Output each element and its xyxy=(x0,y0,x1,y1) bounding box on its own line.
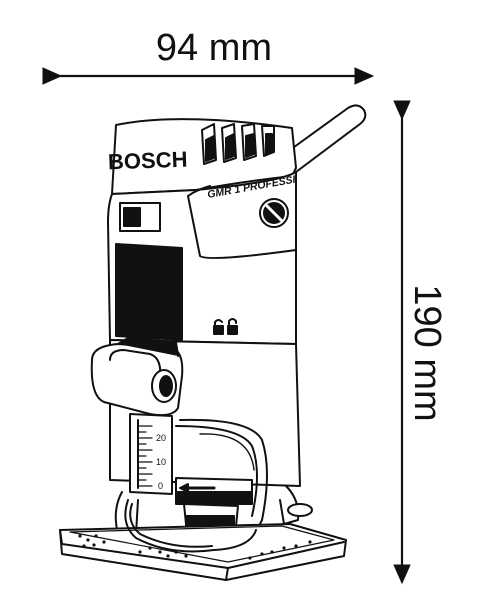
power-cable xyxy=(289,104,367,173)
width-dimension: 94 mm xyxy=(42,27,375,85)
depth-scale xyxy=(129,413,173,495)
speed-dial[interactable] xyxy=(259,198,289,228)
height-dimension: 190 mm xyxy=(393,100,448,585)
router-body xyxy=(59,104,367,581)
lock-icon xyxy=(213,318,238,335)
brand-logo: BOSCH xyxy=(108,147,188,175)
width-dimension-label: 94 mm xyxy=(156,27,272,69)
grip-panel xyxy=(115,243,183,341)
depth-scale-label-20: 20 xyxy=(156,433,166,443)
cable-loop-guard xyxy=(179,418,268,541)
depth-scale-label-0: 0 xyxy=(158,481,163,491)
height-dimension-label: 190 mm xyxy=(406,284,448,421)
vent-fins xyxy=(201,123,275,165)
depth-scale-label-10: 10 xyxy=(156,457,166,467)
